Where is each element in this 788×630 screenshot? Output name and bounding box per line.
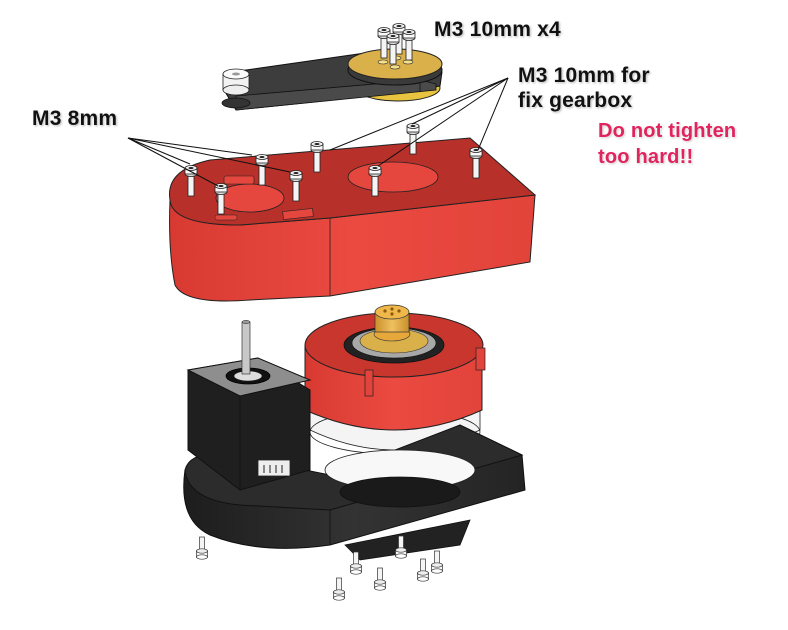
label-m3-10mm-for: M3 10mm for — [518, 64, 650, 87]
stepper-motor — [186, 320, 312, 491]
belt-pulley-assembly — [221, 23, 443, 111]
leader-lines — [127, 77, 509, 187]
label-m3-10mm-x4: M3 10mm x4 — [434, 18, 561, 41]
warning-text-line1: Do not tighten — [598, 120, 737, 142]
gearbox — [304, 304, 486, 455]
warning-text-line2: too hard!! — [598, 146, 694, 168]
label-m3-8mm: M3 8mm — [32, 107, 118, 130]
base-plate — [183, 424, 526, 561]
label-fix-gearbox: fix gearbox — [518, 89, 633, 112]
top-housing — [169, 123, 537, 302]
